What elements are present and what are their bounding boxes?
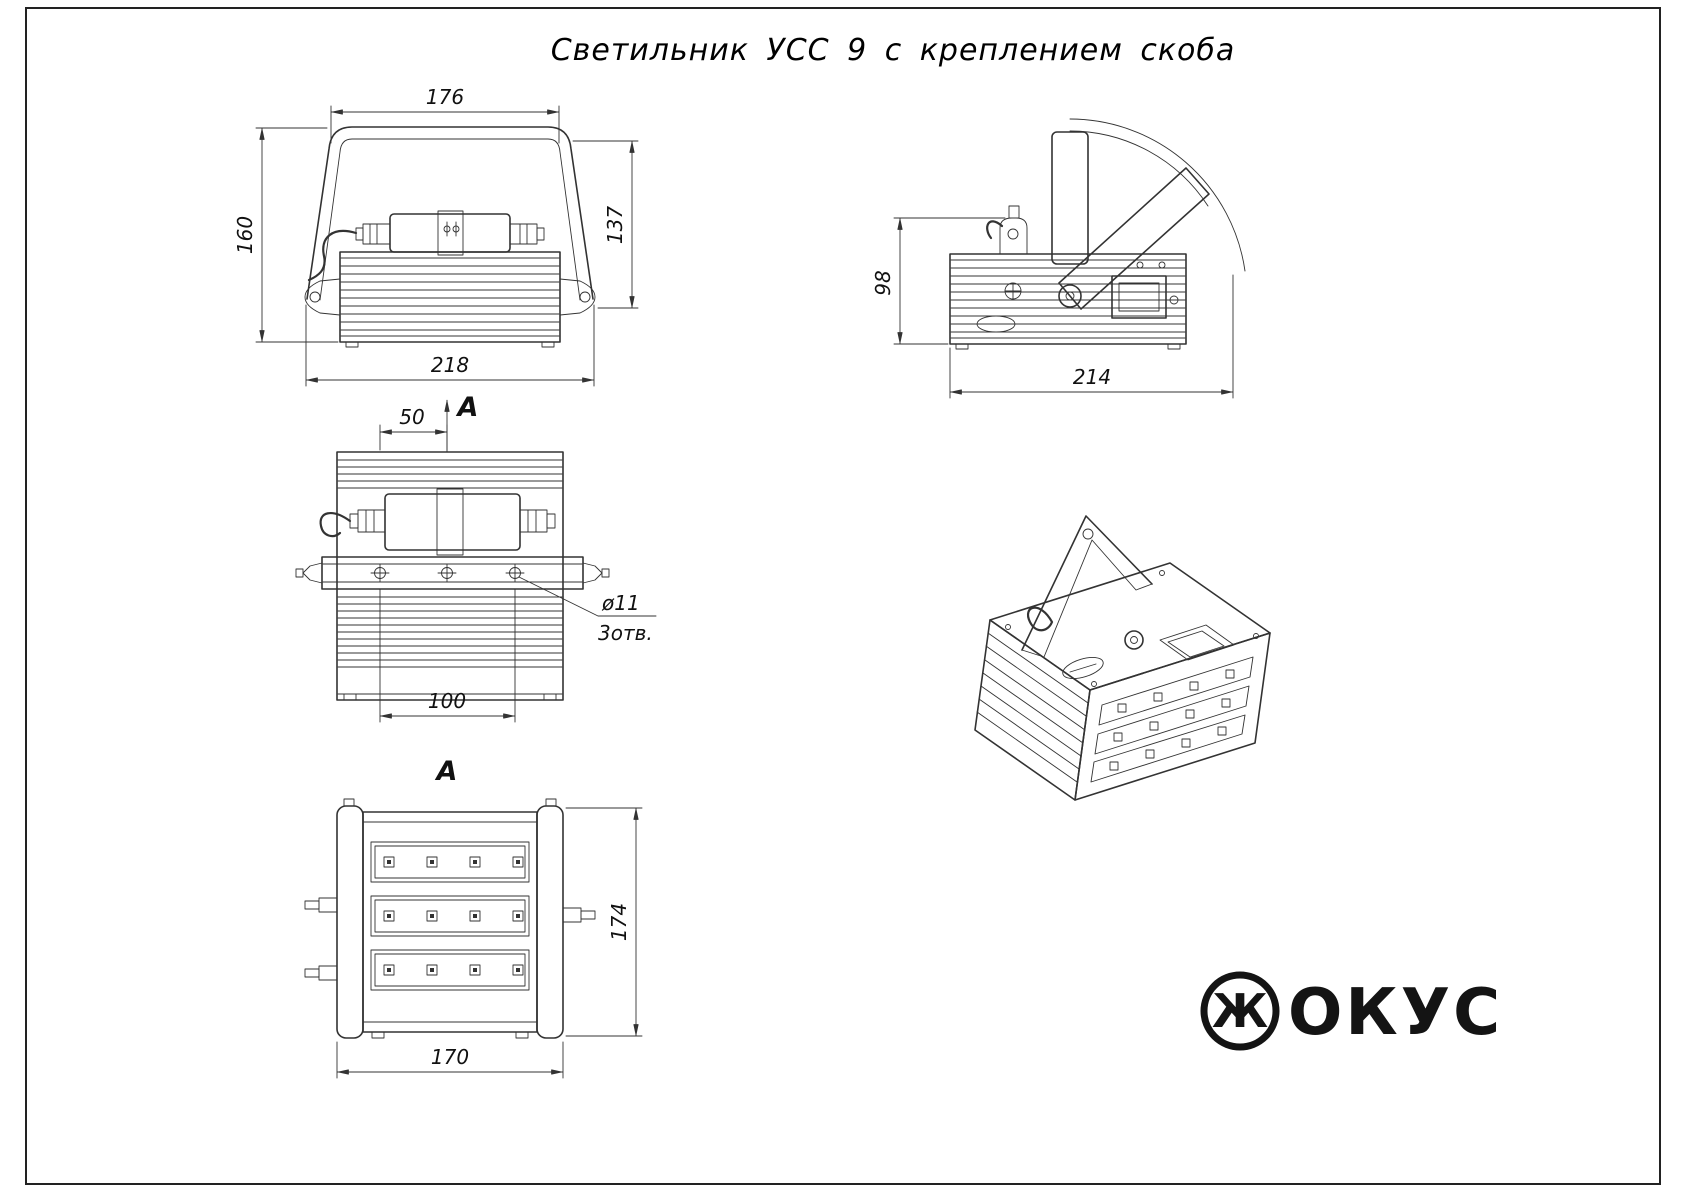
- front-view: 176 160 137 218: [233, 85, 639, 387]
- logo-wordmark: ОКУС: [1288, 976, 1503, 1050]
- dim-front-218: 218: [431, 353, 469, 377]
- dim-top-50: 50: [399, 405, 424, 429]
- dim-section-170: 170: [431, 1045, 469, 1069]
- view-a-arrow-label: А: [456, 392, 479, 423]
- logo-symbol: Ж: [1212, 984, 1268, 1038]
- dim-section-174: 174: [607, 903, 631, 941]
- side-view: 98 214: [871, 118, 1246, 399]
- dim-front-160: 160: [233, 216, 257, 254]
- dim-front-176: 176: [426, 85, 464, 109]
- brand-logo: Ж ОКУС: [1200, 971, 1503, 1051]
- drawing-title: Светильник УСС 9 с креплением скоба: [551, 33, 1236, 68]
- dim-front-137: 137: [603, 206, 627, 244]
- dim-side-214: 214: [1073, 365, 1111, 389]
- section-a-view: А 170 174: [304, 756, 643, 1079]
- hole-callout-count: 3отв.: [598, 621, 653, 645]
- section-a-label: А: [435, 756, 458, 787]
- top-view: А 50 100 ø11 3отв.: [295, 392, 657, 723]
- logo-circle-icon: [1200, 971, 1280, 1051]
- dim-side-98: 98: [871, 270, 895, 295]
- dim-top-100: 100: [428, 689, 466, 713]
- hole-callout-diameter: ø11: [601, 591, 640, 615]
- isometric-view: [974, 515, 1271, 801]
- drawing-frame: [25, 7, 1661, 1185]
